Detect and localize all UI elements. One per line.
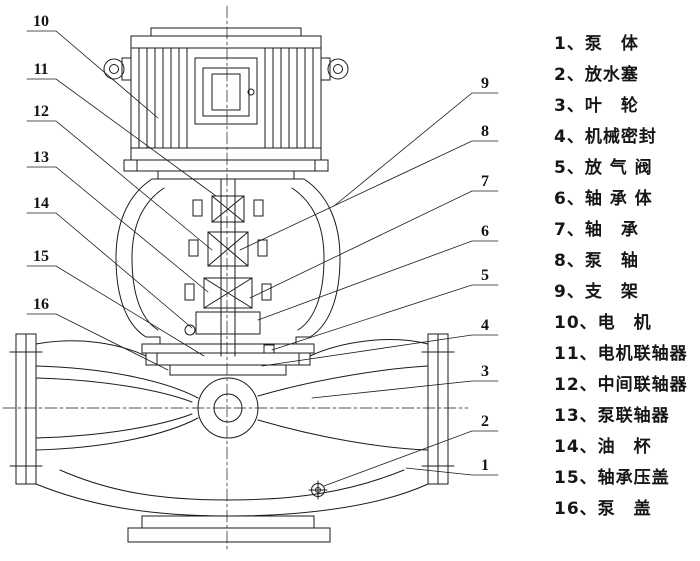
legend-item-8: 8、泵 轴: [554, 251, 639, 271]
callout-number-15: 15: [33, 248, 49, 265]
support-bracket: [115, 178, 341, 354]
drain-plug: [308, 480, 328, 500]
legend-item-16: 16、泵 盖: [554, 499, 652, 519]
shaft-and-couplings: [184, 178, 272, 357]
legend-item-6: 6、轴 承 体: [554, 189, 653, 209]
legend-item-11: 11、电机联轴器: [554, 344, 688, 364]
legend-item-2: 2、放水塞: [554, 65, 639, 85]
pump-casing: [9, 333, 455, 543]
callout-number-7: 7: [481, 173, 489, 190]
leader-lines: [26, 30, 499, 487]
callout-number-12: 12: [33, 103, 49, 120]
callout-number-1: 1: [481, 457, 489, 474]
impeller: [197, 377, 259, 439]
motor-flange: [123, 159, 329, 180]
legend-item-14: 14、油 杯: [554, 437, 652, 457]
lifting-eye-right: [320, 57, 349, 81]
legend-item-7: 7、轴 承: [554, 220, 639, 240]
motor-coupling: [192, 195, 264, 223]
legend-item-3: 3、叶 轮: [554, 96, 639, 116]
base-flange: [127, 515, 331, 543]
legend-item-4: 4、机械密封: [554, 127, 657, 147]
legend-item-1: 1、泵 体: [554, 34, 639, 54]
callout-number-10: 10: [33, 13, 49, 30]
callout-number-5: 5: [481, 267, 489, 284]
callout-number-4: 4: [481, 317, 489, 334]
intermediate-coupling: [188, 231, 268, 267]
callout-number-14: 14: [33, 195, 49, 212]
junction-box: [194, 57, 258, 125]
legend-item-15: 15、轴承压盖: [554, 468, 670, 488]
pump-coupling: [184, 277, 272, 309]
parts-legend: 1、泵 体 2、放水塞 3、叶 轮 4、机械密封 5、放 气 阀 6、轴 承 体…: [554, 29, 688, 525]
callout-number-2: 2: [481, 413, 489, 430]
callout-number-3: 3: [481, 363, 489, 380]
centerlines: [2, 5, 469, 551]
legend-item-10: 10、电 机: [554, 313, 652, 333]
legend-item-9: 9、支 架: [554, 282, 639, 302]
callout-number-8: 8: [481, 123, 489, 140]
lifting-eye-left: [103, 57, 132, 81]
callout-number-13: 13: [33, 149, 49, 166]
oil-cup: [184, 324, 196, 336]
pump-cover: [145, 344, 311, 376]
callout-number-11: 11: [33, 61, 49, 78]
motor: [103, 27, 349, 180]
callout-number-6: 6: [481, 223, 489, 240]
legend-item-5: 5、放 气 阀: [554, 158, 653, 178]
callout-number-9: 9: [481, 75, 489, 92]
discharge-flange: [421, 333, 455, 485]
suction-flange: [9, 333, 43, 485]
legend-item-13: 13、泵联轴器: [554, 406, 670, 426]
callout-number-16: 16: [33, 296, 49, 313]
bearing-housing: [195, 311, 261, 335]
air-release-valve: [263, 344, 275, 354]
legend-item-12: 12、中间联轴器: [554, 375, 688, 395]
